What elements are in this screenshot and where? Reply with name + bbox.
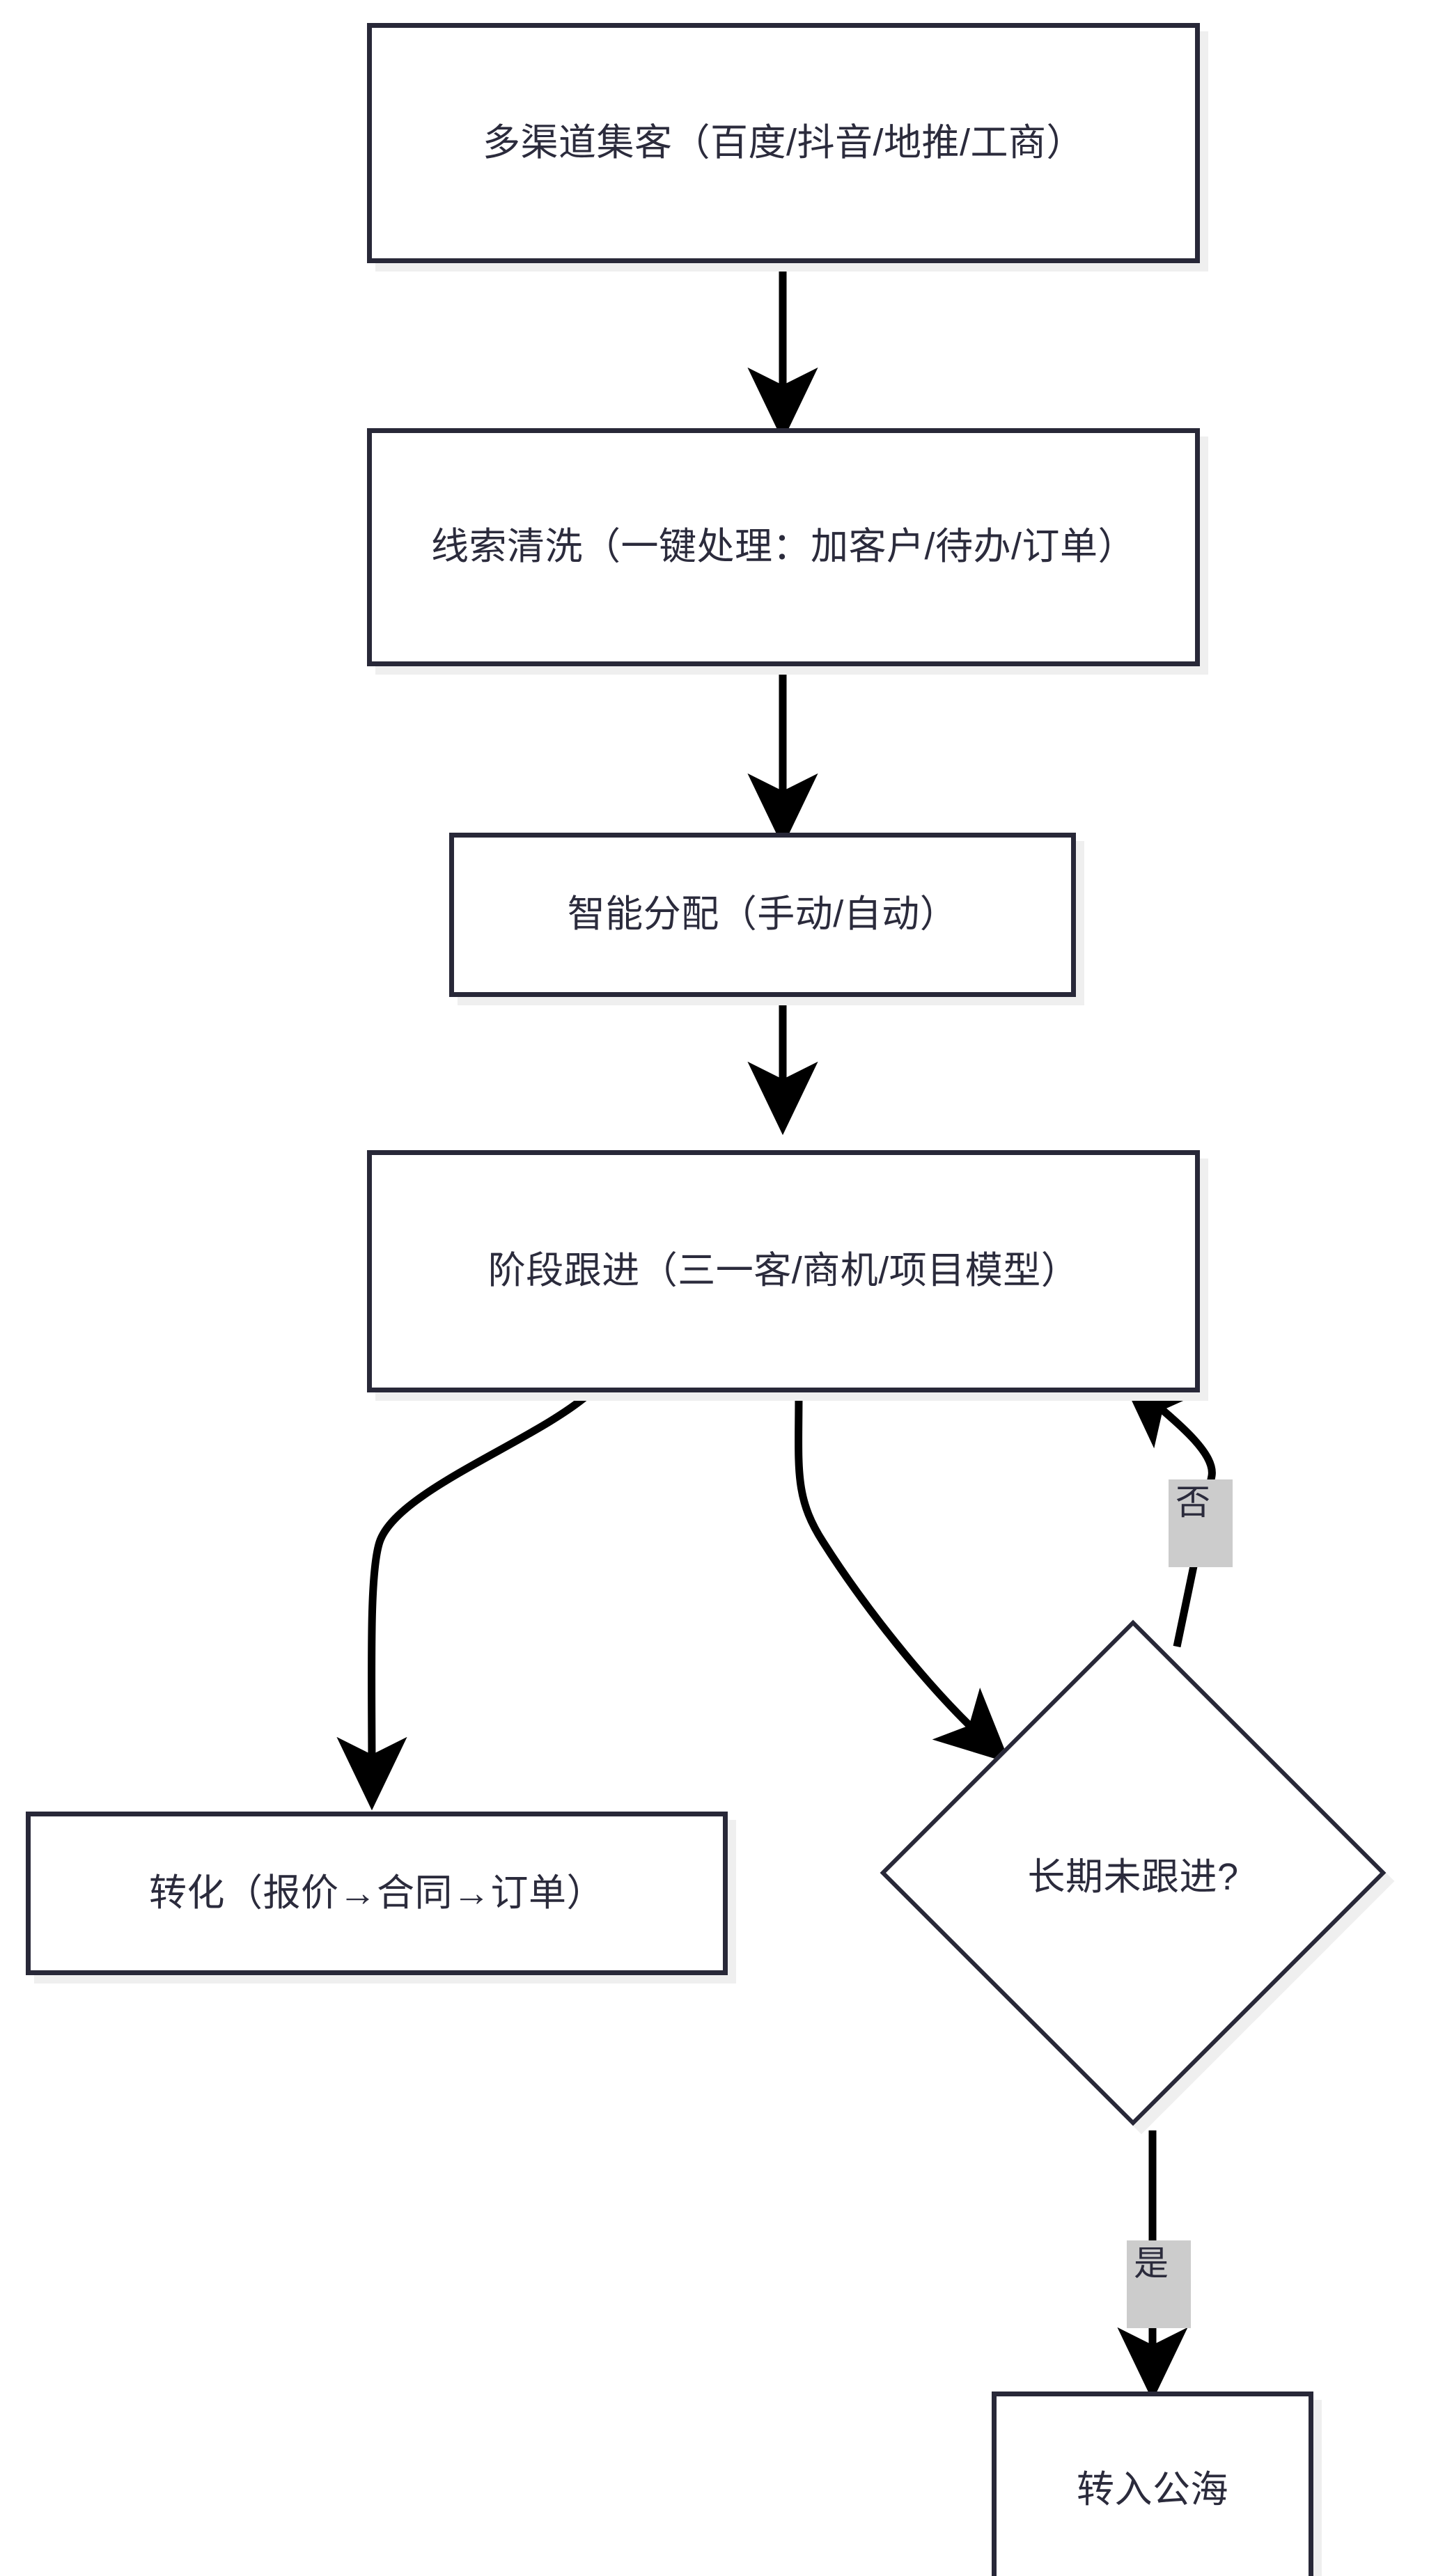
node-label: 转化（报价→合同→订单） (149, 1871, 604, 1914)
node-transfer-to-public-pool[interactable]: 转入公海 (992, 2392, 1313, 2576)
node-label: 智能分配（手动/自动） (567, 893, 958, 936)
edge-label-yes: 是 (1127, 2240, 1191, 2328)
node-label: 多渠道集客（百度/抖音/地推/工商） (482, 121, 1084, 164)
node-multi-channel-acquisition[interactable]: 多渠道集客（百度/抖音/地推/工商） (367, 23, 1200, 263)
node-long-term-no-followup-decision[interactable]: 长期未跟进? (880, 1619, 1395, 2135)
node-label: 转入公海 (1077, 2468, 1228, 2511)
node-label: 长期未跟进? (1027, 1855, 1239, 1898)
node-stage-followup[interactable]: 阶段跟进（三一客/商机/项目模型） (367, 1150, 1200, 1392)
node-label: 阶段跟进（三一客/商机/项目模型） (487, 1250, 1079, 1292)
node-label: 线索清洗（一键处理：加客户/待办/订单） (430, 526, 1136, 568)
node-lead-cleaning[interactable]: 线索清洗（一键处理：加客户/待办/订单） (367, 428, 1200, 666)
edge-n4-n5 (336, 1389, 593, 1811)
node-smart-allocation[interactable]: 智能分配（手动/自动） (449, 833, 1076, 997)
node-conversion[interactable]: 转化（报价→合同→订单） (26, 1812, 728, 1975)
edge-n4-n6 (795, 1392, 1010, 1764)
edge-label-no: 否 (1169, 1479, 1233, 1567)
